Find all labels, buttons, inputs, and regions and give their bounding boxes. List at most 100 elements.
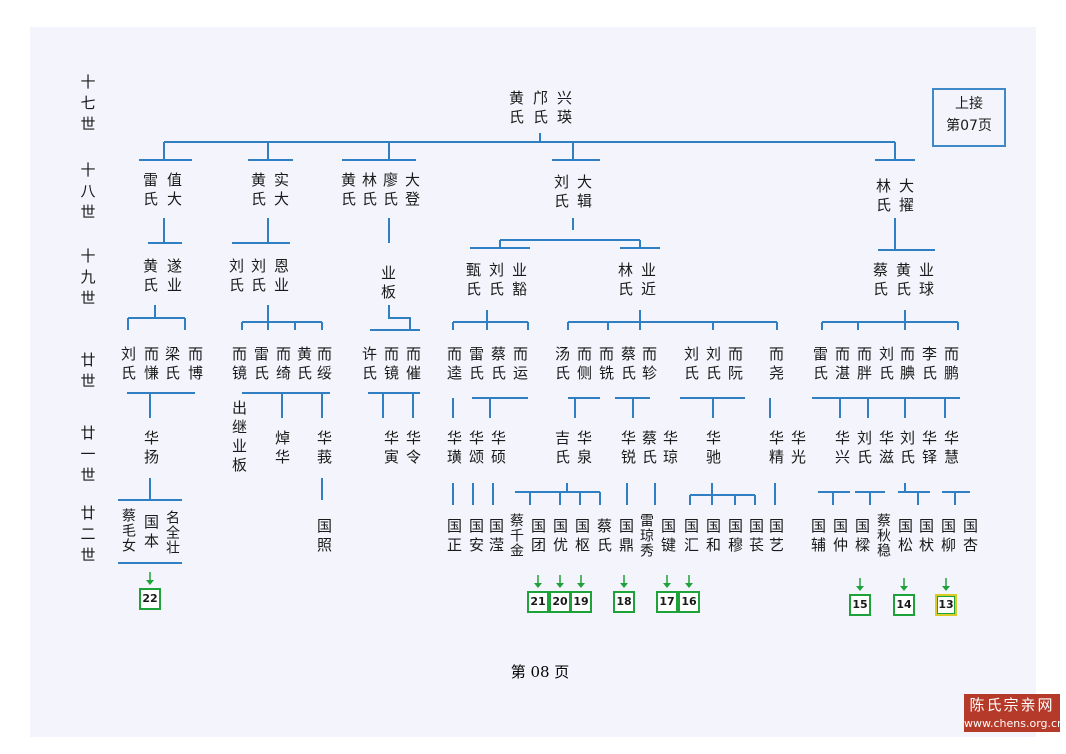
spouse-18: 雷氏 [141,172,159,210]
spouse-18: 刘氏 [552,174,570,212]
spouse-18: 廖氏 [381,172,399,210]
spouse-19: 黄氏 [141,258,159,296]
person-21: 华硕 [489,430,507,468]
person-20: 而胖 [855,346,873,384]
page-ref-box[interactable]: 18 [613,591,635,613]
spouse-19: 黄氏 [894,262,912,300]
spouse-20: 刘氏 [877,346,895,384]
person-18: 大登 [403,172,421,210]
spouse-root-2: 黄氏 [507,90,525,128]
person-22: 国仲 [831,518,849,556]
page-ref-box[interactable]: 22 [139,588,161,610]
spouse-21: 刘氏 [898,430,916,468]
page-ref-box[interactable]: 15 [849,594,871,616]
person-21: 华驰 [704,430,722,468]
person-22: 国和 [704,518,722,556]
spouse-21: 蔡氏 [640,430,658,468]
person-21: 焯华 [273,430,291,468]
person-22: 国穆 [726,518,744,556]
gen-label-17: 十 七 世 [80,73,96,133]
person-21: 华泉 [575,430,593,468]
spouse-18: 黄氏 [339,172,357,210]
gen-label-18: 十 八 世 [80,161,96,221]
spouse-20: 雷氏 [811,346,829,384]
person-21: 华兴 [833,430,851,468]
spouse-20: 雷氏 [252,346,270,384]
spouse-22: 蔡千金 [508,513,524,558]
person-21: 华莪 [315,430,333,468]
person-20: 而阮 [726,346,744,384]
person-21: 华铎 [920,430,938,468]
spouse-20: 李氏 [920,346,938,384]
person-20: 而镜 [230,346,248,384]
spouse-20: 黄氏 [295,346,313,384]
person-20: 而湛 [833,346,851,384]
person-22: 国松 [896,518,914,556]
person-21: 华光 [789,430,807,468]
page-ref-box[interactable]: 20 [549,591,571,613]
person-21: 华慧 [942,430,960,468]
spouse-20: 雷氏 [467,346,485,384]
page-ref-box[interactable]: 21 [527,591,549,613]
gen-label-19: 十 九 世 [80,247,96,307]
person-21: 华璜 [445,430,463,468]
gen-label-20: 廿 世 [80,351,96,390]
spouse-22: 雷琼秀 [638,513,654,558]
gen-label-22: 廿 二 世 [80,504,96,564]
spouse-22: 蔡毛女 [120,508,136,553]
spouse-19: 刘氏 [227,258,245,296]
person-18: 实大 [272,172,290,210]
person-21: 华寅 [382,430,400,468]
person-20: 而腆 [898,346,916,384]
spouse-20: 刘氏 [704,346,722,384]
person-22: 国团 [529,518,547,556]
person-21: 华颂 [467,430,485,468]
person-19: 恩业 [272,258,290,296]
person-22: 国优 [551,518,569,556]
spouse-21: 吉氏 [553,430,571,468]
spouse-19: 蔡氏 [871,262,889,300]
person-18: 大擢 [897,178,915,216]
person-22: 国樑 [853,518,871,556]
spouse-19: 甄氏 [464,262,482,300]
person-22: 名全壮 [164,510,180,555]
person-20: 而绥 [315,346,333,384]
page-ref-box[interactable]: 17 [656,591,678,613]
person-20: 而侧 [575,346,593,384]
upper-reference-box: 上接 第07页 [932,88,1006,147]
page-ref-box[interactable]: 19 [570,591,592,613]
person-22: 国照 [315,518,333,556]
person-22: 国鼎 [617,518,635,556]
page-ref-box[interactable]: 16 [678,591,700,613]
person-21: 华令 [404,430,422,468]
spouse-20: 刘氏 [119,346,137,384]
person-21: 华扬 [142,430,160,468]
spouse-18: 林氏 [360,172,378,210]
person-22: 国滢 [487,518,505,556]
person-20: 而绮 [274,346,292,384]
person-20: 而慊 [142,346,160,384]
person-22: 国汇 [682,518,700,556]
person-22: 国键 [659,518,677,556]
person-20: 而尧 [767,346,785,384]
paper-sheet [30,27,1036,737]
person-20: 而轸 [640,346,658,384]
person-19: 业球 [917,262,935,300]
person-22: 国正 [445,518,463,556]
person-20: 而铣 [597,346,615,384]
person-22: 国柳 [939,518,957,556]
person-21: 华琼 [661,430,679,468]
person-22: 国枤 [917,518,935,556]
upper-reference-line1: 上接 [955,96,983,112]
person-19: 业板 [379,265,397,303]
spouse-20: 梁氏 [163,346,181,384]
gen-label-21: 廿 一 世 [80,424,96,484]
page-ref-box[interactable]: 14 [893,594,915,616]
person-22: 国苌 [747,518,765,556]
spouse-20: 许氏 [360,346,378,384]
page-ref-box[interactable]: 13 [935,594,957,616]
watermark-url: www.chens.org.cn [964,716,1065,732]
spouse-20: 刘氏 [682,346,700,384]
person-20: 而镜 [382,346,400,384]
